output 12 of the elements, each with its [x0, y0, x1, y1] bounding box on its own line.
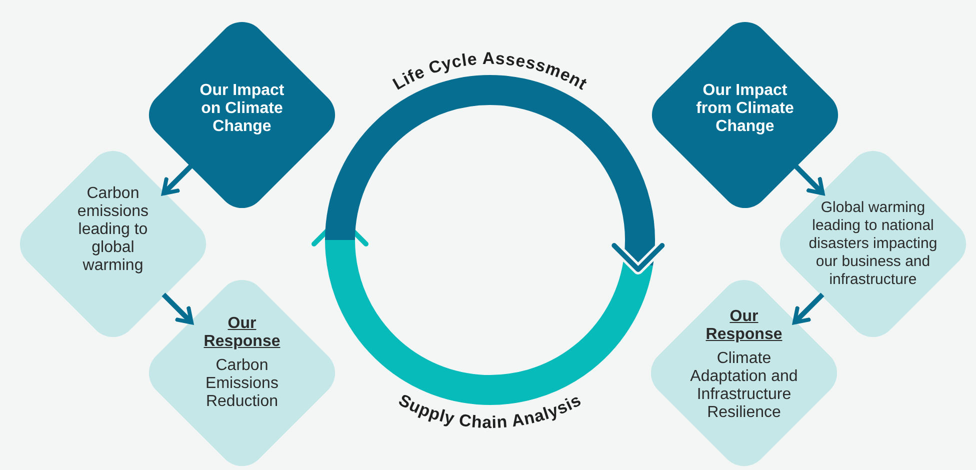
node-text: Carbon emissions leading to global warming	[76, 185, 150, 275]
node-heading: Our Response	[704, 308, 784, 344]
node-text: Carbon Emissions Reduction	[204, 357, 280, 411]
arrow	[162, 292, 194, 324]
node-heading: Our Response	[202, 315, 282, 351]
arrow	[792, 292, 824, 324]
arrow	[162, 164, 194, 196]
arrow	[794, 164, 825, 196]
node-text: Climate Adaptation and Infrastructure Resilience	[689, 350, 799, 422]
node-text: Global warming leading to national disasters impacting our business and infrastructure	[808, 199, 938, 289]
node-text: Our Impact on Climate Change	[198, 82, 286, 136]
node-text: Our Impact from Climate Change	[695, 82, 795, 136]
